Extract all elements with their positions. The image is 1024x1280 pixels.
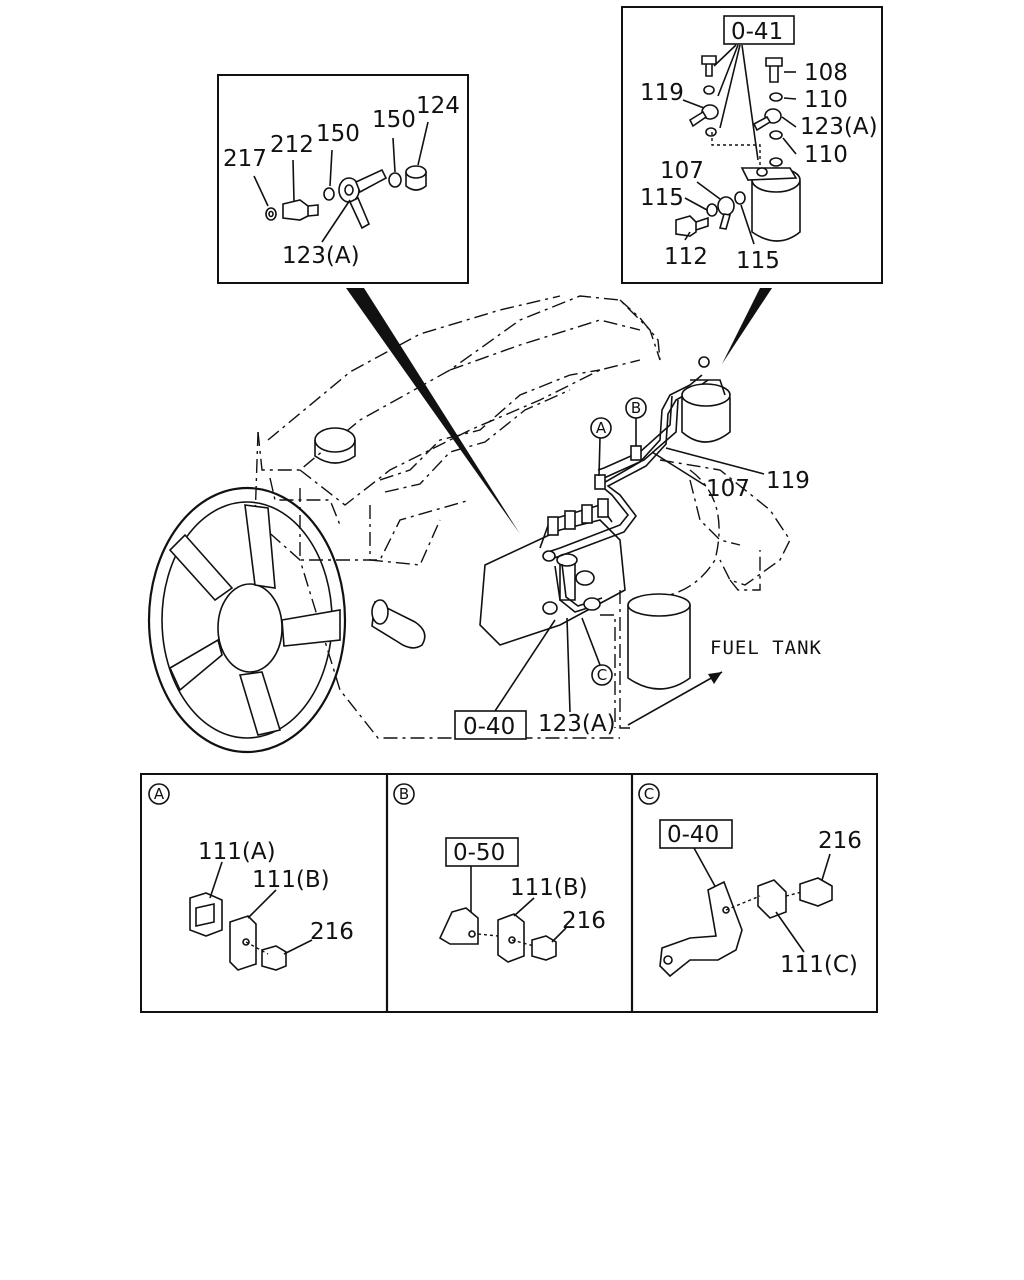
label-216-b: 216	[562, 908, 606, 934]
clip-111c	[757, 879, 787, 919]
bolt-216-a	[261, 945, 287, 971]
bolt-small-left	[701, 55, 717, 77]
fuel-filter-detail	[740, 157, 801, 242]
pointer-top-right	[722, 288, 772, 364]
cap-124	[405, 165, 427, 191]
washer-110-bottom	[769, 130, 783, 140]
ref-0-40-detail: 0-40	[667, 822, 719, 848]
bolt-108	[765, 57, 783, 83]
label-111a: 111(A)	[198, 839, 276, 865]
label-216-c: 216	[818, 828, 862, 854]
eye-fitting-119	[688, 104, 719, 128]
label-150-left: 150	[316, 121, 360, 147]
label-150-right: 150	[372, 107, 416, 133]
cooling-fan	[147, 486, 347, 754]
label-107-top-right: 107	[660, 158, 704, 184]
clip-111a	[189, 892, 223, 937]
turbo-exhaust	[627, 459, 791, 690]
label-111b-a: 111(B)	[252, 867, 330, 893]
washer-150-left	[323, 187, 335, 201]
bolt-216-b	[531, 935, 557, 961]
bolt-216-c	[799, 877, 833, 907]
bracket-0-50	[438, 907, 479, 945]
ref-0-41: 0-41	[731, 19, 783, 45]
detail-panel-a: A 111(A) 111(B) 216	[148, 783, 354, 971]
detail-panel-b: B 0-50 111(B) 216	[393, 783, 606, 963]
washer-217	[265, 207, 277, 221]
clip-111b-a	[229, 915, 257, 971]
eye-fitting-123a-tr	[752, 108, 782, 132]
washer-110-top	[769, 92, 783, 102]
label-119-top-right: 119	[640, 80, 684, 106]
fuel-filter-main	[681, 356, 731, 443]
detail-panel-c: C 0-40 216 111(C)	[638, 783, 862, 978]
panel-a-marker: A	[154, 785, 165, 803]
label-115-bottom: 115	[736, 248, 780, 274]
svg-text:A: A	[596, 419, 607, 437]
label-111b-b: 111(B)	[510, 875, 588, 901]
union-bolt-212	[282, 199, 319, 221]
ref-box-0-50	[445, 837, 519, 867]
clip-111b-b	[497, 913, 525, 963]
injection-pump	[479, 498, 626, 646]
fuel-tank-label: FUEL TANK	[710, 637, 822, 659]
main-labels: A B C 119 107 0-40 123(A) FUEL TANK	[454, 397, 822, 740]
label-123a-top-left: 123(A)	[282, 243, 360, 269]
panel-c-marker: C	[644, 785, 654, 803]
washer-115-right	[734, 191, 746, 205]
label-107-main: 107	[706, 476, 750, 502]
label-110-top: 110	[804, 87, 848, 113]
bracket-0-40	[659, 880, 743, 978]
label-110-bottom: 110	[804, 142, 848, 168]
label-216-a: 216	[310, 919, 354, 945]
eye-fitting-107	[717, 196, 735, 230]
label-212: 212	[270, 132, 314, 158]
marker-b: B	[625, 397, 647, 446]
label-115-left: 115	[640, 185, 684, 211]
label-124: 124	[416, 93, 460, 119]
fuel-pipes	[542, 374, 709, 615]
detail-box-top-right: 0-41	[621, 6, 883, 284]
detail-box-top-left: 217 212 150 150 124 123(A)	[217, 74, 469, 284]
svg-text:B: B	[631, 399, 641, 417]
pointer-top-left	[346, 288, 520, 534]
engine-assembly	[147, 295, 791, 754]
marker-c: C	[581, 617, 613, 686]
ref-box-0-40-detail	[659, 819, 733, 849]
label-108: 108	[804, 60, 848, 86]
panel-b-marker: B	[399, 785, 409, 803]
ref-0-40: 0-40	[463, 714, 515, 740]
svg-text:C: C	[597, 666, 607, 684]
label-123a-top-right: 123(A)	[800, 114, 878, 140]
detail-panels-bottom: A 111(A) 111(B) 216 B 0-5	[140, 773, 878, 1013]
bolt-112	[675, 215, 709, 237]
label-112: 112	[664, 244, 708, 270]
oil-filler-cap	[314, 427, 356, 453]
ref-0-50: 0-50	[453, 840, 505, 866]
ref-box-0-41	[723, 15, 795, 45]
marker-a: A	[590, 417, 612, 477]
ref-box-0-40	[454, 710, 527, 740]
washer-115-left	[706, 203, 718, 217]
label-123a-main: 123(A)	[538, 711, 616, 737]
label-217: 217	[223, 146, 267, 172]
washer-150-right	[388, 172, 402, 188]
label-111c: 111(C)	[780, 952, 858, 978]
label-119-main: 119	[766, 468, 810, 494]
